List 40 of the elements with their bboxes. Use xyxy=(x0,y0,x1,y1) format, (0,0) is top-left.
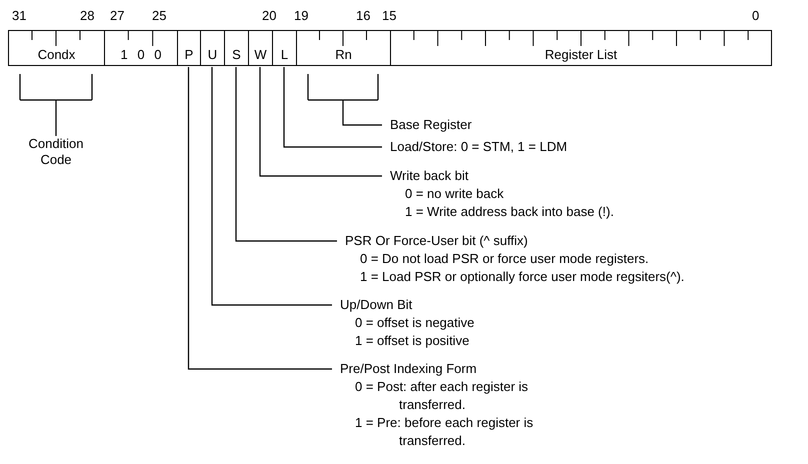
bit-number: 25 xyxy=(152,8,166,24)
field-description: Base Register xyxy=(390,116,473,134)
bit-number: 15 xyxy=(382,8,396,24)
value-description: 1 = Load PSR or optionally force user mode regsiters(^). xyxy=(359,268,686,286)
value-description: 1 = offset is positive xyxy=(354,332,470,350)
bit-number: 16 xyxy=(356,8,370,24)
bit-field: W xyxy=(248,30,272,66)
bit-number: 19 xyxy=(294,8,308,24)
bit-field: Condx xyxy=(8,30,104,66)
bit-field: Register List xyxy=(390,30,772,66)
value-description: 1 = Write address back into base (!). xyxy=(404,203,615,221)
leader-line xyxy=(259,67,382,177)
field-description: Write back bit xyxy=(390,167,470,185)
bit-field: 1 0 0 xyxy=(104,30,177,66)
bit-field: U xyxy=(200,30,224,66)
value-description: 1 = Pre: before each register is transferred. xyxy=(354,414,534,450)
field-description: PSR Or Force-User bit (^ suffix) xyxy=(345,232,529,250)
leader-line xyxy=(235,67,337,242)
leader-line xyxy=(211,67,332,306)
value-description: 0 = no write back xyxy=(404,185,505,203)
bit-number: 28 xyxy=(80,8,94,24)
bit-field: P xyxy=(177,30,200,66)
leader-line xyxy=(283,67,382,148)
value-description: 0 = Do not load PSR or force user mode registers. xyxy=(359,250,650,268)
bit-field: S xyxy=(224,30,248,66)
leader-line xyxy=(188,67,332,370)
field-description: Up/Down Bit xyxy=(340,296,414,314)
bit-number: 20 xyxy=(262,8,276,24)
leader-line xyxy=(307,73,383,126)
field-description: Condition Code xyxy=(28,136,84,168)
bit-number: 31 xyxy=(12,8,26,24)
field-description: Pre/Post Indexing Form xyxy=(340,360,478,378)
bit-field: L xyxy=(272,30,296,66)
bit-number: 27 xyxy=(110,8,124,24)
value-description: 0 = offset is negative xyxy=(354,314,476,332)
bit-field: Rn xyxy=(296,30,390,66)
leader-line xyxy=(19,73,93,137)
value-description: 0 = Post: after each register is transferred. xyxy=(354,378,530,414)
field-description: Load/Store: 0 = STM, 1 = LDM xyxy=(390,138,568,156)
bit-number: 0 xyxy=(752,8,760,24)
